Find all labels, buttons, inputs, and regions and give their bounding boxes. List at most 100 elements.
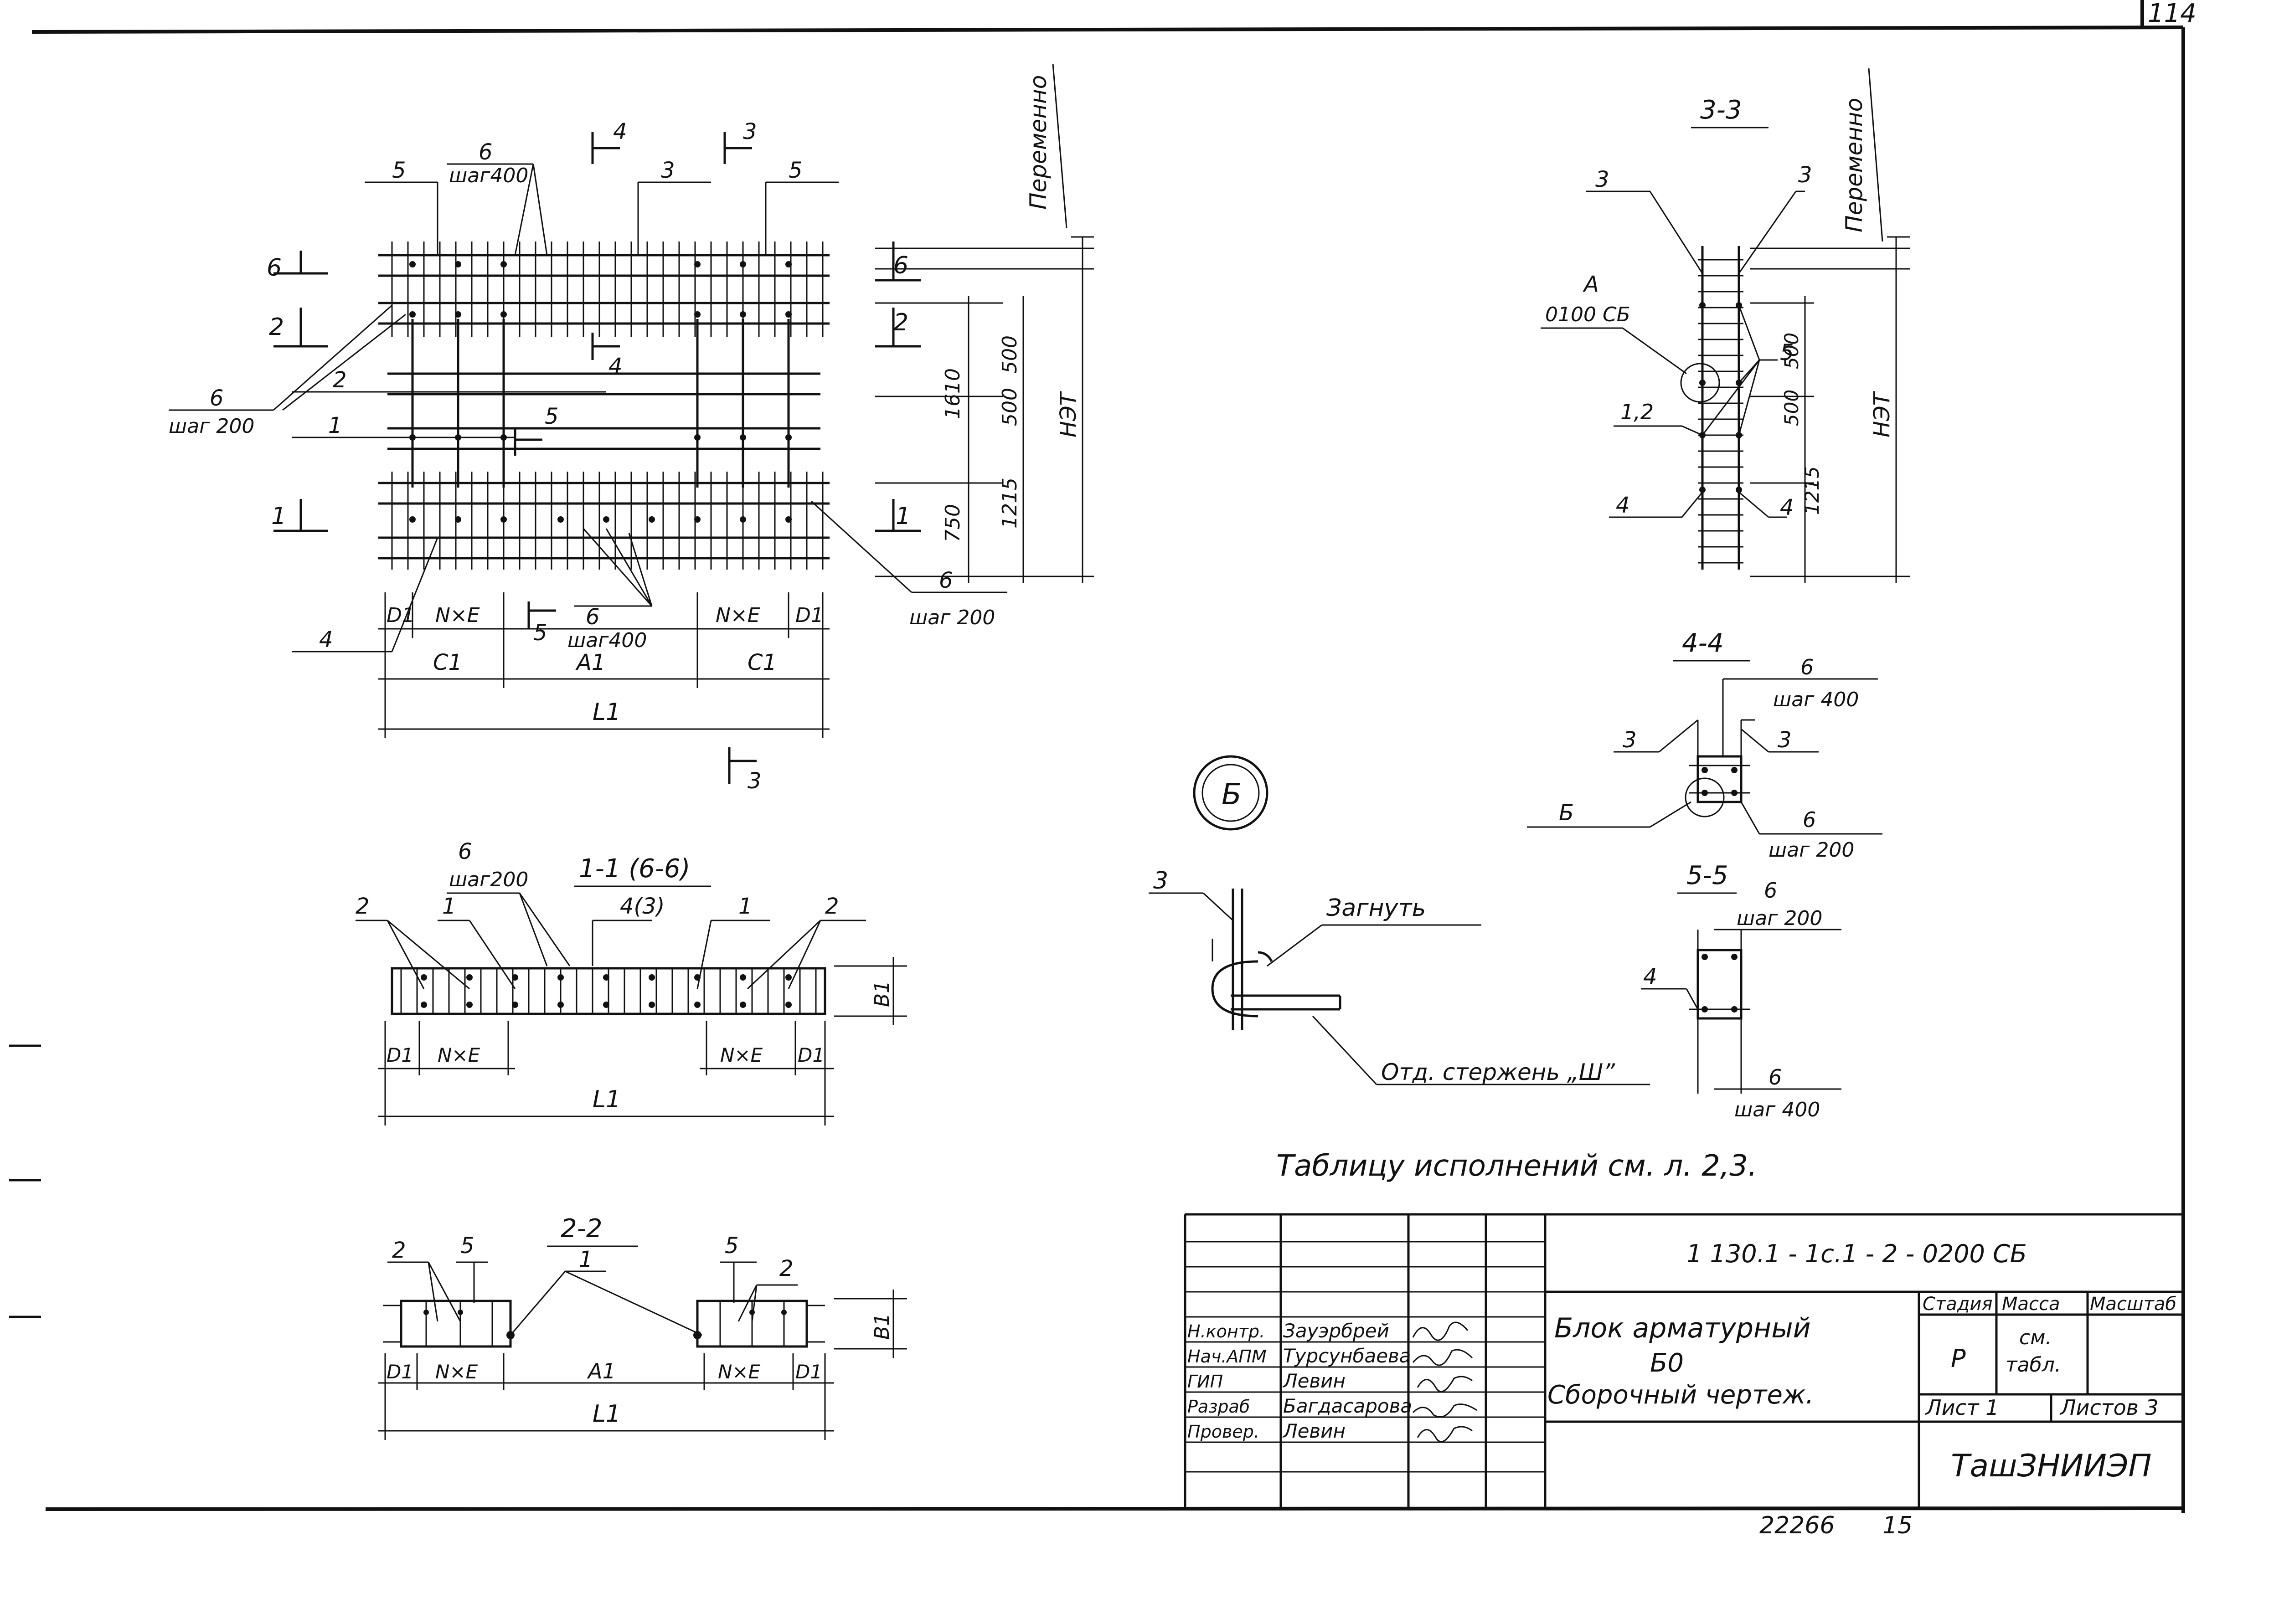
sect-mark-3-top: 3 xyxy=(743,119,757,144)
dim-1215: 1215 xyxy=(998,478,1021,529)
section-2-2-l1: L1 xyxy=(593,1400,621,1428)
plan-side-columns xyxy=(411,319,790,488)
section-4-4-node-b: Б xyxy=(1559,800,1574,826)
sect-mark-2-right: 2 xyxy=(893,309,908,336)
section-1-1-callout-6: 6 xyxy=(458,839,472,864)
sect-mark-1-left: 1 xyxy=(271,503,286,530)
section-3-3-variable: Переменно xyxy=(1841,98,1867,232)
callout-6-left-step: шаг 200 xyxy=(169,415,254,438)
section-3-3-callout-4a: 4 xyxy=(1616,493,1630,518)
plan-bar-dots xyxy=(409,261,792,523)
section-1-1-callout-43: 4(3) xyxy=(620,894,665,919)
role-4-title: Разраб xyxy=(1187,1397,1250,1417)
mass-header: Масса xyxy=(2002,1294,2060,1315)
section-2-2-a1: A1 xyxy=(587,1359,616,1383)
callout-6-left: 6 xyxy=(210,385,224,411)
callout-6-mid: 6 xyxy=(586,604,600,630)
callout-3-top: 3 xyxy=(661,158,675,183)
doc-code: 1 130.1 - 1с.1 - 2 - 0200 СБ xyxy=(1686,1239,2027,1268)
section-4-4-callout-3a: 3 xyxy=(1623,727,1637,753)
section-4-4-callout-6-top-step: шаг 400 xyxy=(1773,688,1859,711)
variable-leader xyxy=(1052,63,1067,228)
section-4-4-title: 4-4 xyxy=(1682,628,1723,658)
role-2-title: Нач.АПМ xyxy=(1187,1346,1267,1367)
section-3-3-dim-500a: 500 xyxy=(1780,333,1803,369)
detail-b-callout-3: 3 xyxy=(1153,867,1168,894)
role-5-title: Провер. xyxy=(1187,1422,1259,1442)
plan-dimension-lines xyxy=(378,592,830,738)
plan-right-dimensions xyxy=(875,236,1094,583)
section-5-5-callout-6-top: 6 xyxy=(1764,878,1777,903)
section-1-1: 1-1 (6-6) xyxy=(356,839,907,1125)
sect-mark-4-mid: 4 xyxy=(608,354,623,379)
section-2-2-callout-1: 1 xyxy=(579,1247,593,1272)
dim-variable: Переменно xyxy=(1025,75,1052,210)
sheet-frame: 1 1 4 xyxy=(9,0,2197,1513)
sect-mark-1-right: 1 xyxy=(896,503,911,530)
dim-nxe-left: N×E xyxy=(435,604,480,627)
section-2-2-callout-2a: 2 xyxy=(392,1238,406,1263)
section-2-2-d1b: D1 xyxy=(795,1361,822,1383)
callout-6-right-step: шаг 200 xyxy=(909,606,995,629)
section-2-2-nxe-a: N×E xyxy=(435,1361,478,1383)
detail-b-bar: Отд. стержень „Ш” xyxy=(1381,1059,1615,1085)
section-4-4-callout-6-top: 6 xyxy=(1800,655,1814,679)
footer-sheet: 15 xyxy=(1882,1512,1913,1539)
section-1-1-callout-6-step: шаг200 xyxy=(449,868,528,891)
section-1-1-callout-1a: 1 xyxy=(442,894,456,919)
section-1-1-nxe-b: N×E xyxy=(720,1044,763,1066)
sheets-label: Листов 3 xyxy=(2059,1395,2159,1420)
section-1-1-callout-1b: 1 xyxy=(738,894,753,919)
role-1-title: Н.контр. xyxy=(1187,1321,1265,1341)
dim-nxe-right: N×E xyxy=(716,604,760,627)
callout-6-mid-step: шаг400 xyxy=(567,629,647,652)
plan-callout-leaders xyxy=(169,163,1007,653)
section-3-3-dim-1215: 1215 xyxy=(1801,466,1823,515)
dim-a1: A1 xyxy=(575,650,605,675)
plan-section-markers xyxy=(273,132,921,784)
section-3-3-dim-net: НЭТ xyxy=(1869,391,1895,437)
stage-value: Р xyxy=(1951,1344,1966,1373)
callout-4: 4 xyxy=(319,627,333,653)
dim-c1-right: C1 xyxy=(748,650,777,675)
corner-number: 114 xyxy=(2148,0,2197,28)
callout-5b: 5 xyxy=(789,158,803,183)
dim-l1: L1 xyxy=(593,699,621,726)
section-5-5-callout-4: 4 xyxy=(1643,964,1657,990)
role-1-name: Зауэрбрей xyxy=(1283,1320,1389,1342)
plan-horizontal-bars xyxy=(378,254,830,560)
stage-header: Стадия xyxy=(1923,1294,1992,1315)
section-2-2-left-cage xyxy=(400,1300,512,1348)
sect-mark-6-left: 6 xyxy=(267,254,282,282)
role-4-name: Багдасарова xyxy=(1283,1395,1412,1417)
organization: ТашЗНИИЭП xyxy=(1951,1448,2152,1484)
section-3-3-dim-500b: 500 xyxy=(1780,390,1803,426)
scale-header: Масштаб xyxy=(2090,1294,2176,1315)
section-5-5-callout-6-bot: 6 xyxy=(1769,1065,1782,1090)
section-2-2-b1: B1 xyxy=(871,1313,894,1340)
section-2-2-d1a: D1 xyxy=(387,1361,413,1383)
section-1-1-b1: B1 xyxy=(871,981,894,1007)
sect-mark-2-left: 2 xyxy=(269,313,284,341)
section-3-3-callout-5: 5 xyxy=(1780,340,1794,365)
sect-mark-5-low: 5 xyxy=(533,620,547,646)
section-3-3-title: 3-3 xyxy=(1700,95,1742,125)
section-3-3-node-a-ref: 0100 СБ xyxy=(1545,303,1630,326)
section-3-3-callout-3b: 3 xyxy=(1798,162,1812,188)
detail-b-title: Б xyxy=(1222,778,1242,812)
callout-2: 2 xyxy=(333,367,347,393)
role-3-title: ГИП xyxy=(1187,1372,1223,1392)
section-3-3-callout-4b: 4 xyxy=(1780,495,1794,520)
sheet-label: Лист 1 xyxy=(1925,1395,1999,1420)
dim-500-a: 500 xyxy=(998,335,1021,374)
title-block: Н.контр. Зауэрбрей Нач.АПМ Турсунбаева Г… xyxy=(1184,1213,2183,1508)
callout-1: 1 xyxy=(328,413,342,438)
section-4-4: 4-4 6 шаг 400 3 3 Б 6 шаг 200 xyxy=(1527,628,1882,862)
section-1-1-nxe-a: N×E xyxy=(438,1044,480,1066)
sect-mark-3-bottom: 3 xyxy=(748,768,762,794)
section-1-1-d1b: D1 xyxy=(798,1044,825,1066)
section-2-2: 2-2 2 5 1 5 2 B1 D xyxy=(378,1214,907,1440)
section-3-3-callout-3a: 3 xyxy=(1595,167,1609,192)
section-5-5-title: 5-5 xyxy=(1686,861,1728,890)
section-4-4-callout-6-bot-step: шаг 200 xyxy=(1769,838,1854,862)
